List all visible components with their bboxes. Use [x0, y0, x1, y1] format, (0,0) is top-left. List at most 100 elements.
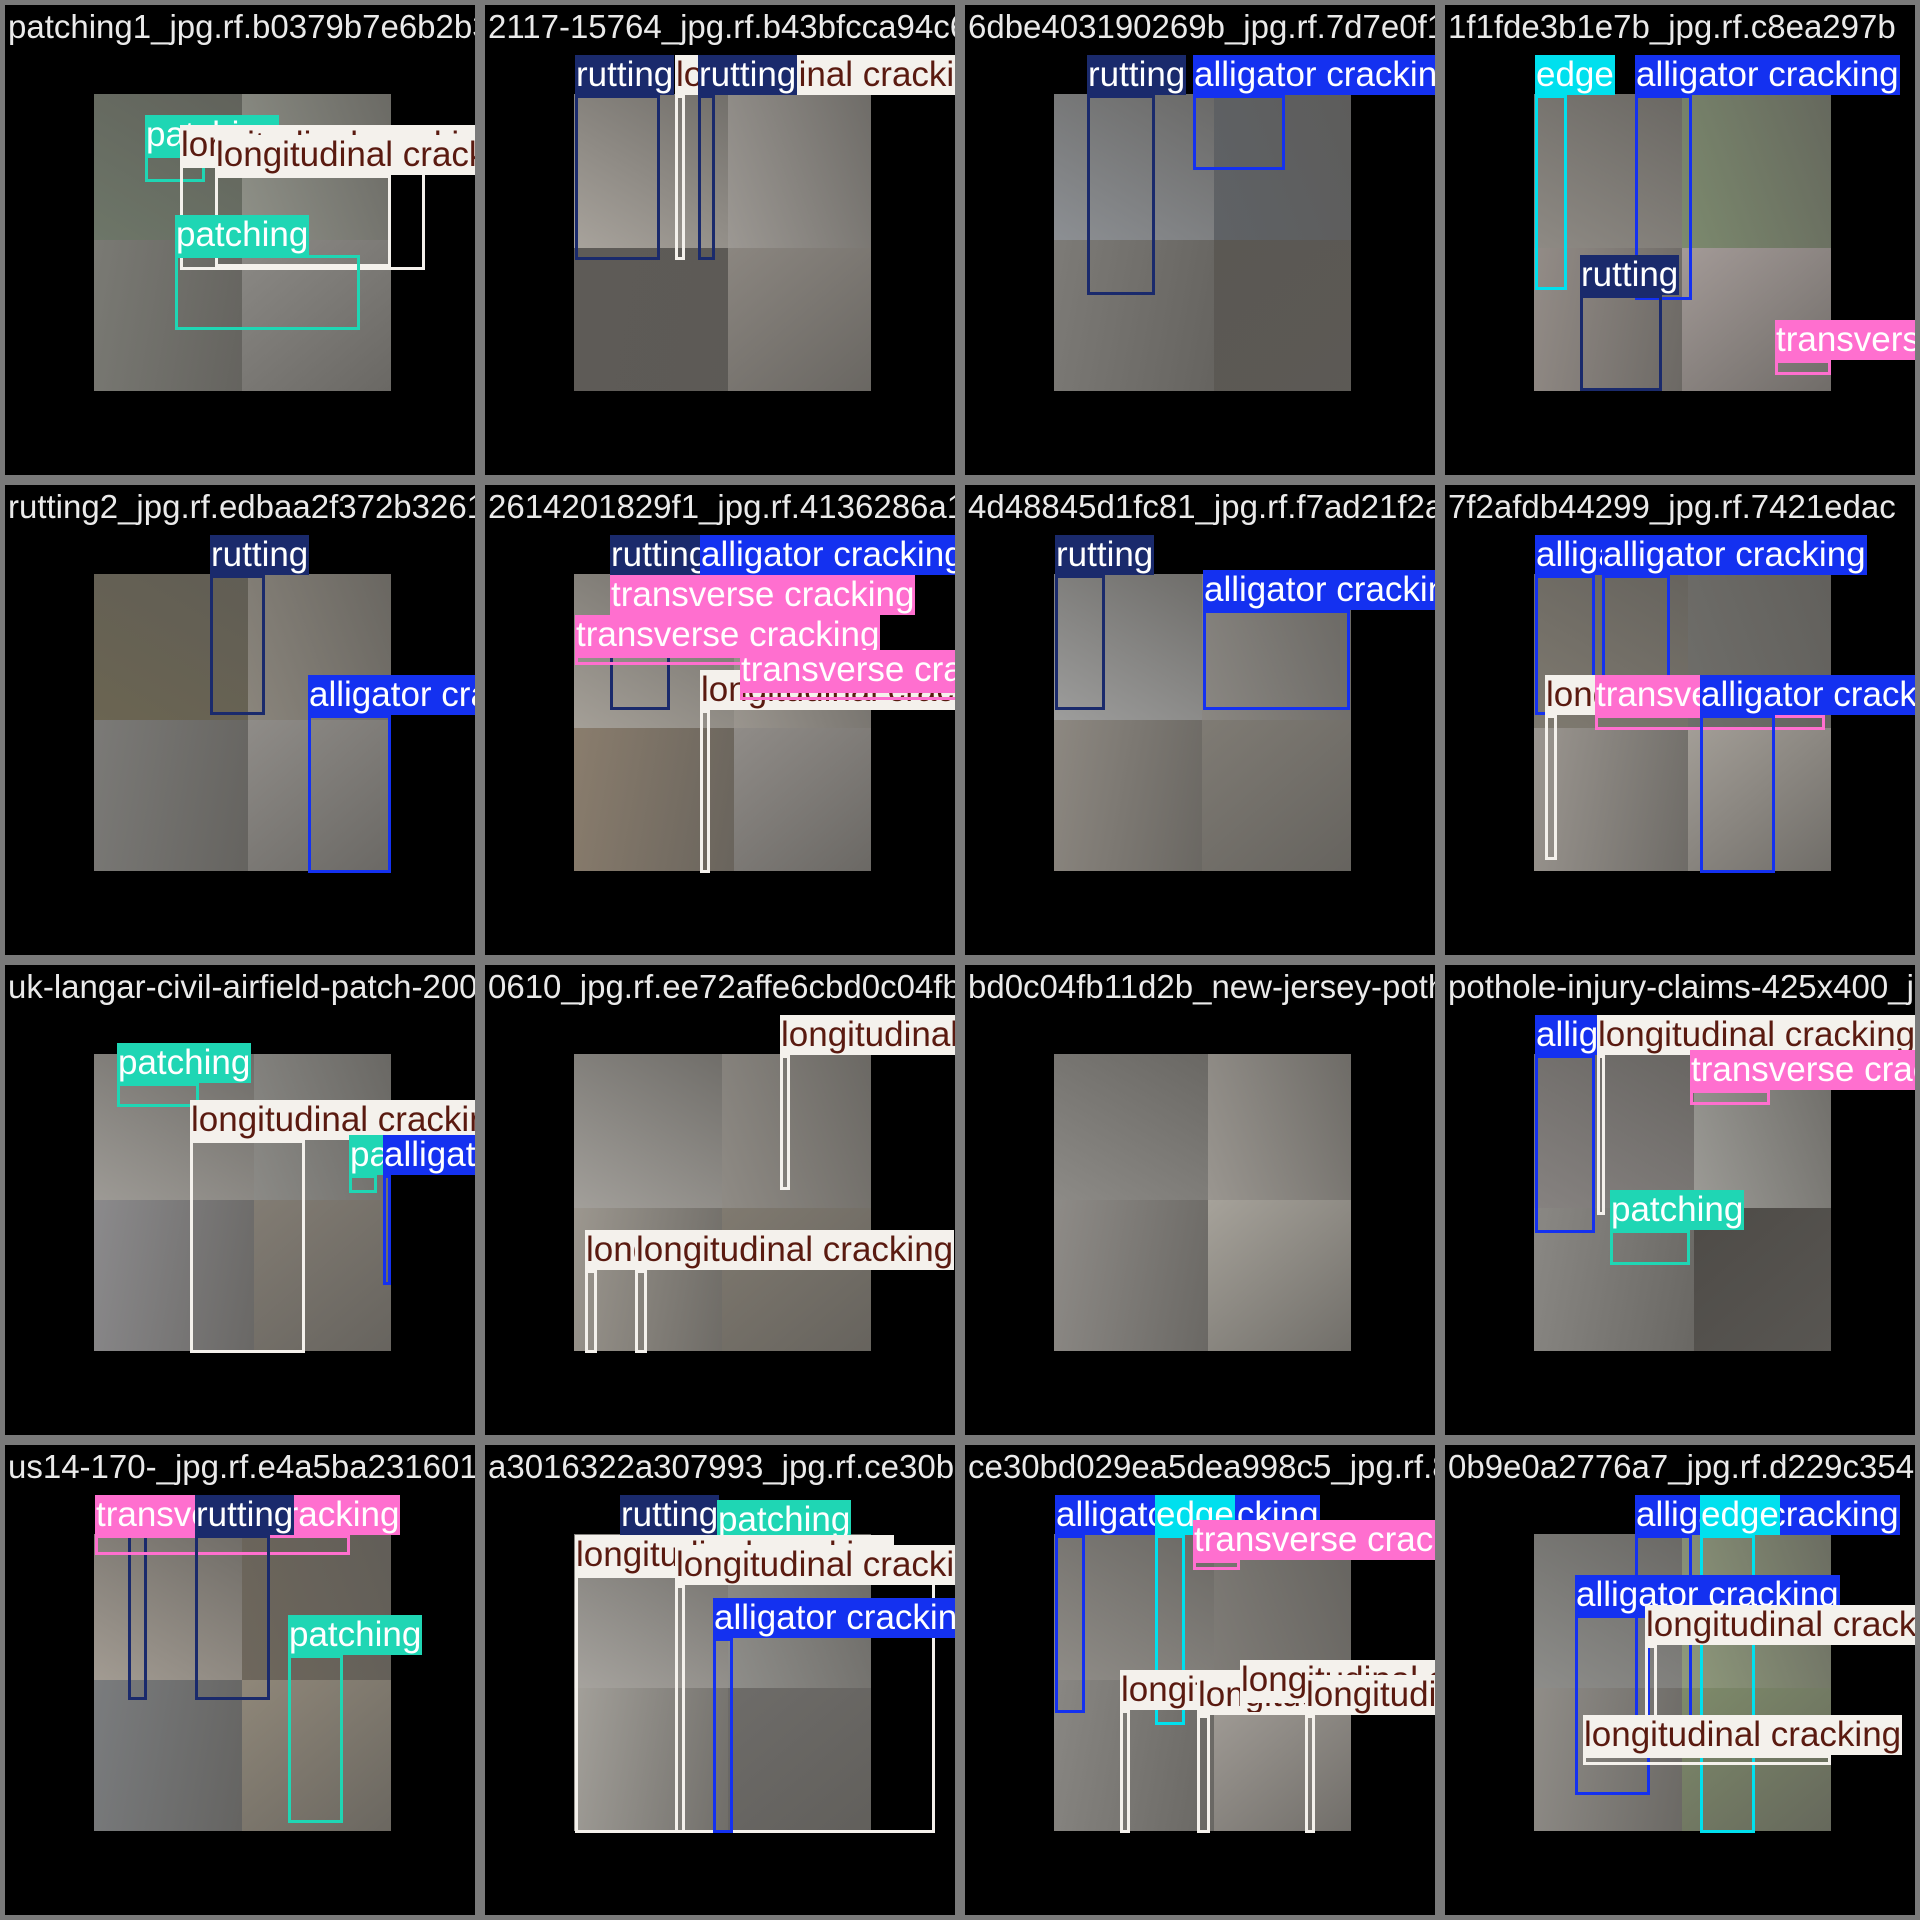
road-photo-cell: [1054, 240, 1214, 391]
detection-label: alligator cracking: [383, 1135, 475, 1175]
detection-label: rutting: [698, 55, 798, 95]
road-photo-cell: [728, 94, 871, 248]
detection-label: longitudinal cracking: [675, 1545, 955, 1585]
road-photo-cell: [1208, 1054, 1351, 1200]
detection-box: [308, 715, 391, 873]
road-photo-cell: [1682, 1688, 1831, 1831]
tile-filename: 1f1fde3b1e7b_jpg.rf.c8ea297b: [1448, 8, 1896, 45]
detection-label: rutting: [210, 535, 310, 575]
road-photo-collage: [574, 94, 871, 391]
road-photo-cell: [1688, 728, 1831, 871]
road-photo-cell: [728, 1688, 871, 1831]
road-photo-cell: [1054, 1534, 1214, 1680]
detection-box: [1580, 295, 1662, 391]
tile-filename: 6dbe403190269b_jpg.rf.7d7e0f1a4f2e3b1e7b: [968, 8, 1435, 45]
detection-box: [195, 1535, 270, 1700]
detection-box: [1305, 1715, 1315, 1833]
detection-box: [1635, 95, 1692, 300]
road-photo-cell: [254, 1200, 391, 1351]
detection-label: alligator cracking: [1635, 55, 1900, 95]
road-photo-cell: [1054, 1200, 1208, 1351]
detection-box: [383, 1175, 391, 1285]
mosaic-tile: ruttingtransverse crackingruttingpatchin…: [5, 1445, 475, 1915]
detection-label: alligator cracking: [1193, 55, 1435, 95]
detection-label: patching: [717, 1500, 852, 1540]
detection-label: transverse cracking: [1690, 1050, 1915, 1090]
detection-box: [1775, 360, 1831, 375]
detection-label: rutting: [195, 1495, 295, 1535]
tile-filename: a3016322a307993_jpg.rf.ce30bd029ea5dea99…: [488, 1448, 955, 1485]
detection-box: [175, 255, 360, 330]
detection-label: patching: [175, 215, 310, 255]
detection-box: [1690, 1090, 1770, 1105]
detection-label: longitudinal cracking: [1597, 1015, 1915, 1055]
road-photo-cell: [728, 248, 871, 391]
road-photo-cell: [1202, 720, 1351, 871]
road-photo-cell: [94, 720, 248, 871]
detection-box: [1197, 1715, 1210, 1833]
road-photo-cell: [1054, 574, 1202, 720]
detection-box: [1193, 1560, 1240, 1570]
detection-box: [1597, 1055, 1605, 1215]
detection-label: patching: [288, 1615, 423, 1655]
tile-filename: bd0c04fb11d2b_new-jersey-pothole-injury-…: [968, 968, 1435, 1005]
detection-label: rutting: [1055, 535, 1155, 575]
detection-box: [1193, 95, 1285, 170]
road-photo-cell: [1054, 94, 1214, 240]
road-photo-collage: [574, 1054, 871, 1351]
detection-label: rutting: [620, 1495, 720, 1535]
road-photo-cell: [94, 1680, 242, 1831]
tile-filename: ce30bd029ea5dea998c5_jpg.rf.8a657dae0b9e…: [968, 1448, 1435, 1485]
road-photo-cell: [94, 574, 248, 720]
detection-box: [675, 95, 685, 260]
detection-box: [1055, 575, 1105, 710]
detection-label: alligator cracking: [1602, 535, 1867, 575]
detection-label: edge: [1700, 1495, 1780, 1535]
tile-filename: us14-170-_jpg.rf.e4a5ba2316016322a307993: [8, 1448, 475, 1485]
road-photo-cell: [1054, 1054, 1208, 1200]
detection-box: [349, 1175, 377, 1193]
detection-box: [145, 155, 205, 182]
road-photo-cell: [1534, 94, 1682, 248]
detection-box: [575, 95, 660, 260]
detection-box: [1120, 1710, 1130, 1833]
road-photo-cell: [1534, 1054, 1694, 1208]
road-photo-cell: [574, 94, 728, 248]
mosaic-tile: alligator crackingalligator crackinglong…: [1445, 485, 1915, 955]
tile-filename: patching1_jpg.rf.b0379b7e6b2b3c57864a673…: [8, 8, 475, 45]
detection-box: [1545, 715, 1557, 860]
detection-label: longitudinal cracking: [635, 1230, 955, 1270]
tile-filename: rutting2_jpg.rf.edbaa2f372b32614201829f1: [8, 488, 475, 525]
detection-label: edge: [1535, 55, 1615, 95]
road-photo-cell: [248, 720, 391, 871]
detection-label: longitudinal cracking: [1645, 1605, 1915, 1645]
mosaic-tile: bd0c04fb11d2b_new-jersey-pothole-injury-…: [965, 965, 1435, 1435]
road-photo-cell: [722, 1054, 871, 1208]
detection-label: alligator cracking: [700, 535, 955, 575]
road-photo-cell: [1682, 94, 1831, 248]
road-photo-cell: [574, 728, 734, 871]
mosaic-tile: ruttinglongitudinal crackingrutting2117-…: [485, 5, 955, 475]
tile-filename: 4d48845d1fc81_jpg.rf.f7ad21f2afdb44299: [968, 488, 1435, 525]
tile-filename: 0b9e0a2776a7_jpg.rf.d229c354: [1448, 1448, 1915, 1485]
detection-box: [1535, 1055, 1595, 1233]
road-photo-cell: [1682, 248, 1831, 391]
road-photo-collage: [1054, 1054, 1351, 1351]
tile-filename: 2614201829f1_jpg.rf.4136286a14d48845d1fc…: [488, 488, 955, 525]
detection-box: [698, 95, 715, 260]
detection-box: [1087, 95, 1155, 295]
detection-label: transverse cracking: [1193, 1520, 1435, 1560]
tile-filename: pothole-injury-claims-425x400_jpg.rf.622…: [1448, 968, 1915, 1005]
road-photo-cell: [574, 1688, 728, 1831]
detection-label: patching: [1610, 1190, 1745, 1230]
